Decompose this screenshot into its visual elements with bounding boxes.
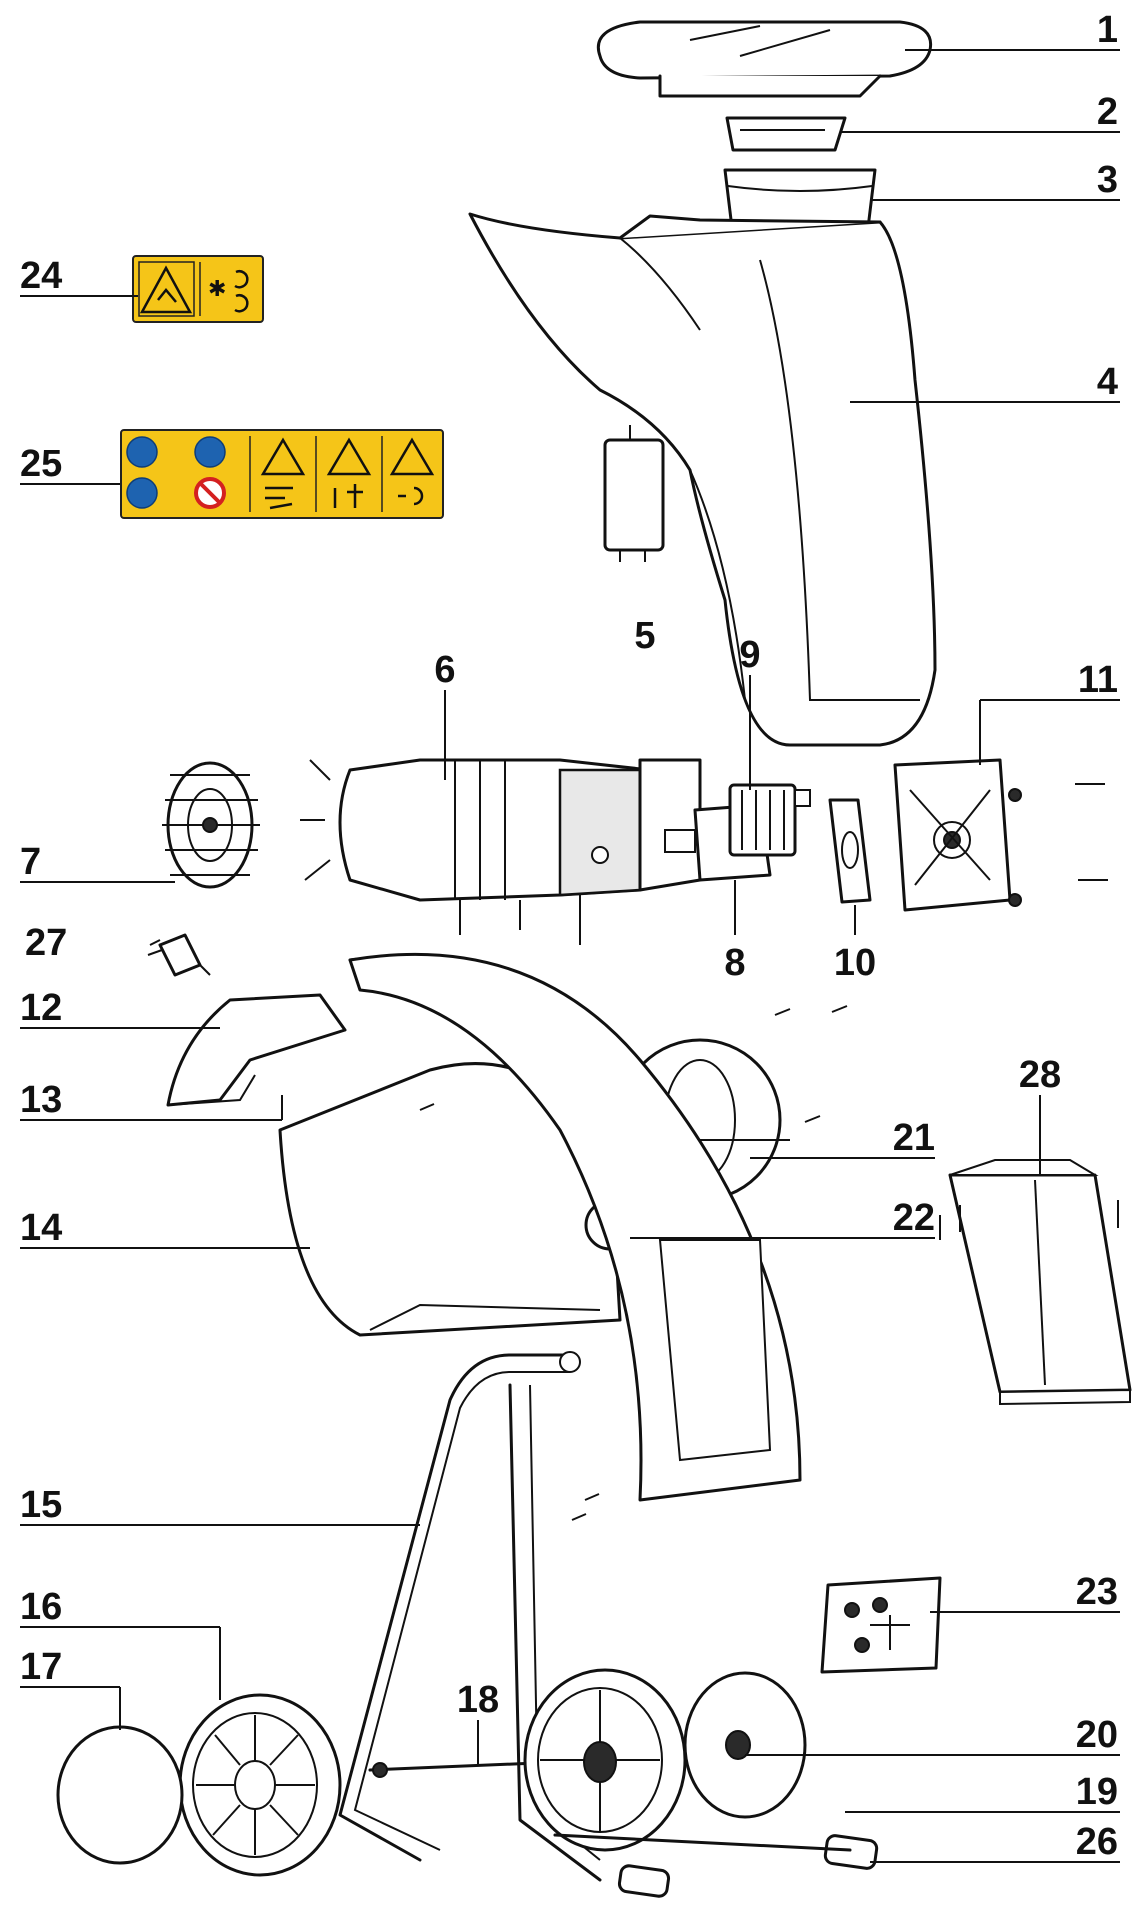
callout-21: 21 <box>893 1117 935 1159</box>
part-19-wheel-right <box>523 1668 687 1852</box>
callout-numbers: 1 2 3 4 5 6 7 8 9 10 11 12 13 14 15 16 1… <box>20 9 1118 1863</box>
callout-13: 13 <box>20 1079 62 1121</box>
part-26-end-cap <box>553 1833 879 1898</box>
blade-rotation-icon: ✱ <box>208 277 226 302</box>
callout-8: 8 <box>724 942 745 984</box>
rotation-arrows-icon <box>234 270 249 313</box>
read-manual-icon <box>126 436 158 468</box>
part-27-plug <box>147 933 211 977</box>
callout-25: 25 <box>20 443 62 485</box>
warning-triangle-icon <box>260 437 306 476</box>
callout-18: 18 <box>457 1679 499 1721</box>
part-17-hub-cap <box>56 1725 184 1865</box>
screws <box>419 1005 848 1521</box>
callout-3: 3 <box>1097 159 1118 201</box>
callout-9: 9 <box>739 634 760 676</box>
callout-4: 4 <box>1097 361 1118 403</box>
callout-22: 22 <box>893 1197 935 1239</box>
callout-7: 7 <box>20 841 41 883</box>
part-12-side-cover <box>166 993 347 1107</box>
callout-16: 16 <box>20 1586 62 1628</box>
warning-triangle-icon <box>326 437 372 476</box>
part-11-flange <box>893 758 1108 912</box>
callout-5: 5 <box>634 615 655 657</box>
callout-28: 28 <box>1019 1054 1061 1096</box>
callout-19: 19 <box>1076 1771 1118 1813</box>
hand-hazard-icon <box>157 288 177 303</box>
callout-17: 17 <box>20 1646 62 1688</box>
wear-gloves-icon <box>126 477 158 509</box>
callout-27: 27 <box>25 922 67 964</box>
part-23-hardware-bag <box>820 1576 942 1674</box>
callout-1: 1 <box>1097 9 1118 51</box>
warning-triangle-icon <box>389 437 435 476</box>
part-4-hopper <box>468 212 937 747</box>
callout-12: 12 <box>20 987 62 1029</box>
part-6-motor <box>300 758 702 945</box>
rotation-hazard-icon <box>398 486 424 506</box>
part-2-ring <box>725 116 847 152</box>
part-7-fan <box>162 761 260 889</box>
unplug-icon <box>265 486 293 510</box>
callout-24: 24 <box>20 255 62 297</box>
part-5-capacitor <box>603 425 665 562</box>
part-24-warning-sticker: ✱ <box>132 255 264 323</box>
part-9-switch <box>728 783 811 857</box>
callout-23: 23 <box>1076 1571 1118 1613</box>
chute-frame <box>348 952 802 1502</box>
part-10-gasket <box>828 798 872 904</box>
callout-15: 15 <box>20 1484 62 1526</box>
part-1-funnel-lid <box>597 20 933 98</box>
part-25-safety-sticker <box>120 429 444 519</box>
callout-26: 26 <box>1076 1821 1118 1863</box>
leader-lines <box>20 49 1120 1863</box>
callout-10: 10 <box>834 942 876 984</box>
callout-14: 14 <box>20 1207 62 1249</box>
callout-11: 11 <box>1078 659 1118 701</box>
callout-2: 2 <box>1097 91 1118 133</box>
warning-triangle-icon <box>139 265 193 314</box>
part-20-hub-cap <box>683 1671 807 1819</box>
part-16-wheel-left <box>178 1693 342 1877</box>
wear-protection-icon <box>194 436 226 468</box>
keep-distance-icon <box>333 484 363 508</box>
callout-6: 6 <box>434 649 455 691</box>
callout-20: 20 <box>1076 1714 1118 1756</box>
part-28-discharge-chute <box>939 1159 1132 1406</box>
